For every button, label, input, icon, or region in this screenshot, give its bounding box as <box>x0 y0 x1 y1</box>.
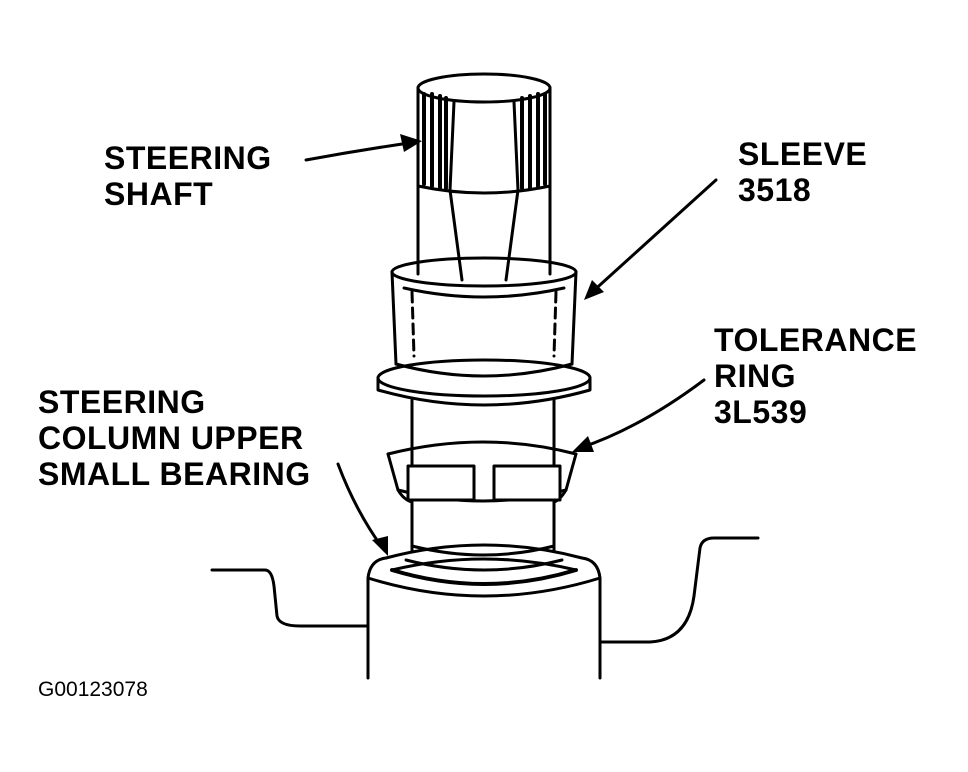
label-bearing-line-2: COLUMN UPPER <box>38 420 304 456</box>
column-housing <box>210 536 760 680</box>
label-steering-shaft-line-1: STEERING <box>104 140 272 176</box>
shaft-splines <box>422 92 547 190</box>
steering-shaft <box>416 72 552 282</box>
arrow-tolerance-ring <box>578 378 706 450</box>
arrow-heads <box>372 134 604 556</box>
label-tolerance-ring: TOLERANCE RING 3L539 <box>714 322 917 430</box>
label-tolerance-ring-line-1: TOLERANCE <box>714 322 918 358</box>
tolerance-ring <box>386 440 578 504</box>
label-steering-shaft-line-2: SHAFT <box>104 176 214 212</box>
label-bearing-line-3: SMALL BEARING <box>38 456 311 492</box>
label-tolerance-ring-line-2: RING <box>714 358 796 394</box>
label-sleeve-line-1: SLEEVE <box>738 136 868 172</box>
label-tolerance-ring-line-3: 3L539 <box>714 394 808 430</box>
label-bearing-line-1: STEERING <box>38 384 206 420</box>
label-steering-shaft: STEERING SHAFT <box>104 140 272 212</box>
label-sleeve: SLEEVE 3518 <box>738 136 867 208</box>
arrow-sleeve <box>588 178 718 296</box>
label-bearing: STEERING COLUMN UPPER SMALL BEARING <box>38 384 311 492</box>
arrow-bearing <box>336 462 386 552</box>
label-sleeve-line-2: 3518 <box>738 172 812 208</box>
sleeve-flange <box>376 358 592 407</box>
sleeve <box>390 256 578 378</box>
upper-bearing <box>366 543 602 586</box>
arrow-steering-shaft <box>304 140 418 162</box>
figure-code: G00123078 <box>38 678 148 701</box>
